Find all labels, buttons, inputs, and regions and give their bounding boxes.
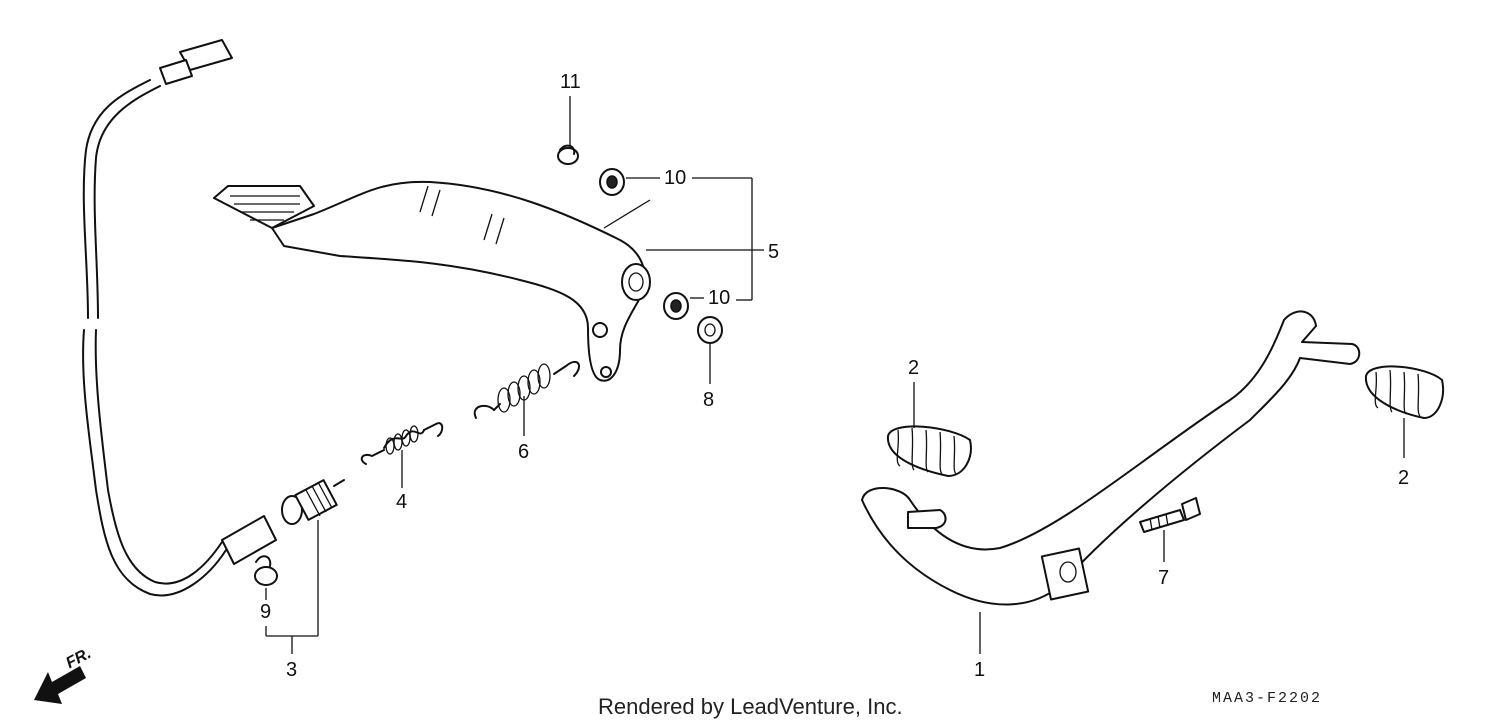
callout-1: 1 xyxy=(974,659,986,681)
rubber-left xyxy=(886,425,972,477)
step-arm xyxy=(861,310,1361,606)
dust-seal-upper xyxy=(599,168,625,196)
callout-4: 4 xyxy=(396,491,408,513)
diagram-code: MAA3-F2202 xyxy=(1212,690,1323,707)
callout-8: 8 xyxy=(703,389,715,411)
callout-5: 5 xyxy=(768,241,780,263)
footer-credit: Rendered by LeadVenture, Inc. xyxy=(598,694,903,719)
bolt xyxy=(1139,497,1201,533)
rubber-right xyxy=(1364,365,1444,419)
leader-lines xyxy=(265,96,1405,654)
callout-3: 3 xyxy=(286,659,298,681)
callout-2-left: 2 xyxy=(908,357,920,379)
callout-7: 7 xyxy=(1158,567,1170,589)
callout-9: 9 xyxy=(260,601,272,623)
dust-seal-lower xyxy=(663,292,689,320)
callout-11: 11 xyxy=(560,71,581,93)
callout-2-right: 2 xyxy=(1398,467,1410,489)
stop-switch xyxy=(221,479,345,565)
callout-10-upper: 10 xyxy=(664,167,687,189)
clip xyxy=(254,555,278,586)
large-spring xyxy=(473,360,581,419)
brake-pedal xyxy=(213,180,651,382)
small-spring xyxy=(360,422,444,465)
callout-10-lower: 10 xyxy=(708,287,731,309)
callout-6: 6 xyxy=(518,441,530,463)
front-direction-arrow-icon xyxy=(34,666,86,704)
switch-wire-harness xyxy=(82,39,233,597)
circlip xyxy=(557,144,579,165)
washer xyxy=(697,316,723,344)
